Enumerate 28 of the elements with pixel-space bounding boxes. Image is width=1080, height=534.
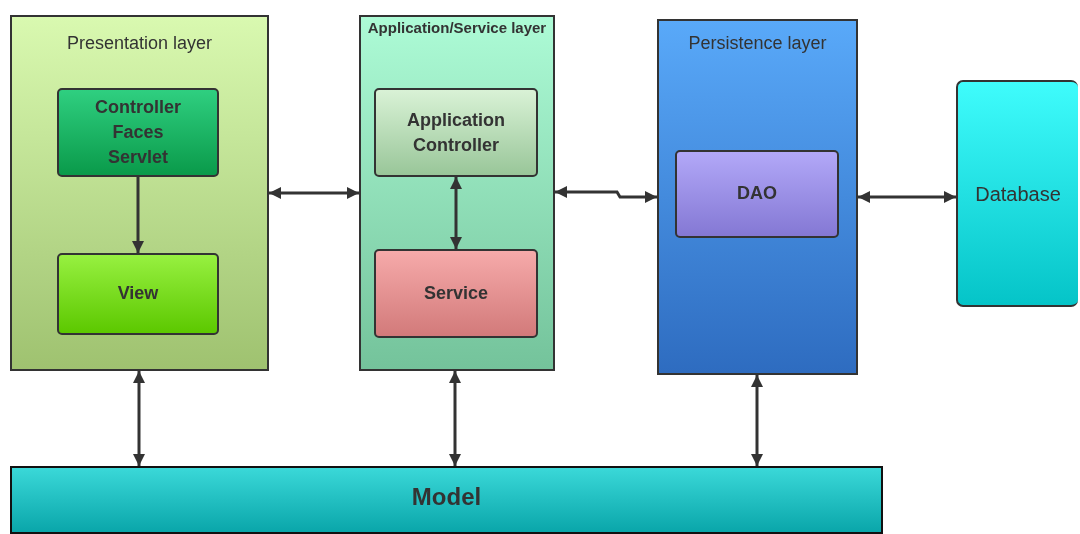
box-label: Service: [422, 281, 490, 305]
layer-panel: [657, 19, 858, 375]
arrow: [133, 371, 145, 466]
component-box: [374, 88, 538, 177]
box-label: View: [116, 282, 160, 306]
arrow: [449, 371, 461, 466]
component-box: [57, 253, 219, 335]
component-box: [374, 249, 538, 338]
box-label: Model: [410, 482, 483, 512]
box-label: Controller Faces Servlet: [94, 95, 182, 170]
arrow: [132, 177, 144, 253]
layer-title: Persistence layer: [687, 32, 828, 55]
arrow: [555, 186, 657, 203]
layer-panel: [359, 15, 555, 371]
layer-panel: [10, 15, 269, 371]
database-box: [956, 80, 1078, 307]
arrow: [450, 177, 462, 249]
box-label: DAO: [736, 182, 778, 206]
arrow: [858, 191, 956, 203]
model-bar: [10, 466, 883, 534]
component-box: [57, 88, 219, 177]
layer-title: Presentation layer: [65, 32, 214, 55]
box-label: Database: [974, 181, 1062, 207]
box-label: Application Controller: [406, 108, 506, 157]
arrow: [269, 187, 359, 199]
arrow: [751, 375, 763, 466]
component-box: [675, 150, 839, 238]
layer-title: Application/Service layer: [367, 18, 547, 38]
